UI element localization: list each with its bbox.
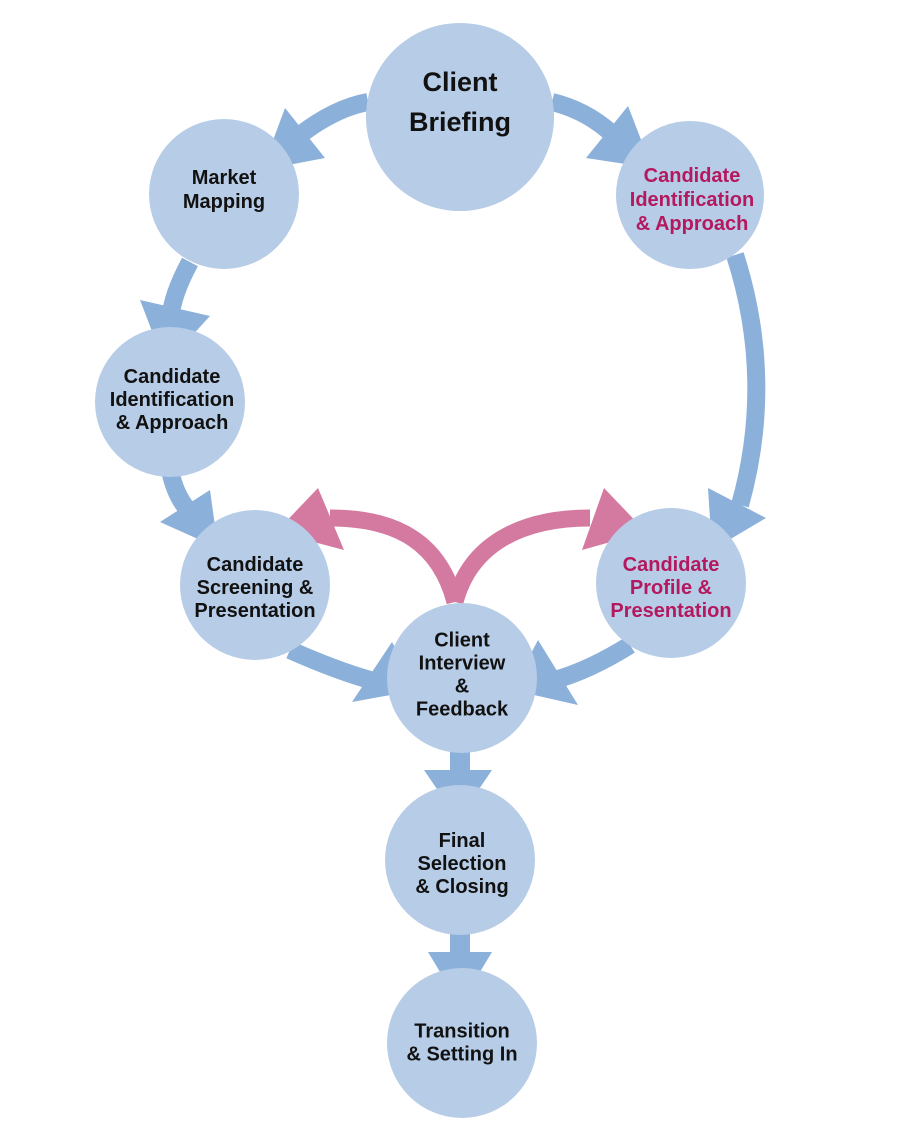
circle-candidate-profile — [596, 508, 746, 658]
circle-candidate-id-right — [616, 121, 764, 269]
circle-market-mapping — [149, 119, 299, 269]
label-transition: Transition& Setting In — [406, 1021, 517, 1066]
candidate-id-left-line-2: Identification — [110, 389, 234, 411]
market-mapping-line-2: Mapping — [183, 191, 265, 213]
candidate-id-right-line-2: Identification — [630, 189, 754, 211]
connector-profile-to-interview — [552, 637, 635, 689]
transition-line-2: & Setting In — [406, 1044, 517, 1066]
connector-screening-to-interview — [286, 641, 373, 689]
client-interview-line-4: Feedback — [416, 699, 509, 721]
connector-id-right-to-profile — [726, 252, 766, 508]
final-selection-line-2: Selection — [418, 853, 507, 875]
market-mapping-line-1: Market — [192, 167, 257, 189]
candidate-screening-line-3: Presentation — [194, 600, 315, 622]
connector-briefing-to-id-right — [549, 93, 616, 139]
final-selection-line-1: Final — [439, 830, 486, 852]
connector-briefing-to-market — [294, 93, 370, 143]
candidate-profile-line-2: Profile & — [630, 577, 712, 599]
client-interview-line-2: Interview — [419, 653, 506, 675]
stage-circles — [95, 23, 764, 1118]
client-interview-line-1: Client — [434, 630, 490, 652]
candidate-id-left-line-1: Candidate — [124, 366, 221, 388]
pink-arc-left — [329, 509, 464, 605]
candidate-id-right-line-1: Candidate — [644, 165, 741, 187]
candidate-id-right-line-3: & Approach — [636, 213, 749, 235]
circle-final-selection — [385, 785, 535, 935]
client-briefing-line-1: Client — [422, 67, 497, 97]
connector-final-to-transition — [450, 930, 470, 955]
candidate-id-left-line-3: & Approach — [116, 412, 229, 434]
transition-line-1: Transition — [414, 1021, 510, 1043]
candidate-screening-line-2: Screening & — [197, 577, 314, 599]
client-briefing-line-2: Briefing — [409, 107, 511, 137]
final-selection-line-3: & Closing — [415, 876, 508, 898]
candidate-screening-line-1: Candidate — [207, 554, 304, 576]
pink-feedback-arcs — [276, 488, 646, 605]
circle-client-interview — [387, 603, 537, 753]
circle-transition — [387, 968, 537, 1118]
client-interview-line-3: & — [455, 676, 469, 698]
circle-candidate-id-left — [95, 327, 245, 477]
pink-arc-right — [446, 509, 591, 605]
circle-candidate-screening — [180, 510, 330, 660]
circle-client-briefing — [366, 23, 554, 211]
candidate-profile-line-1: Candidate — [623, 554, 720, 576]
candidate-profile-line-3: Presentation — [610, 600, 731, 622]
